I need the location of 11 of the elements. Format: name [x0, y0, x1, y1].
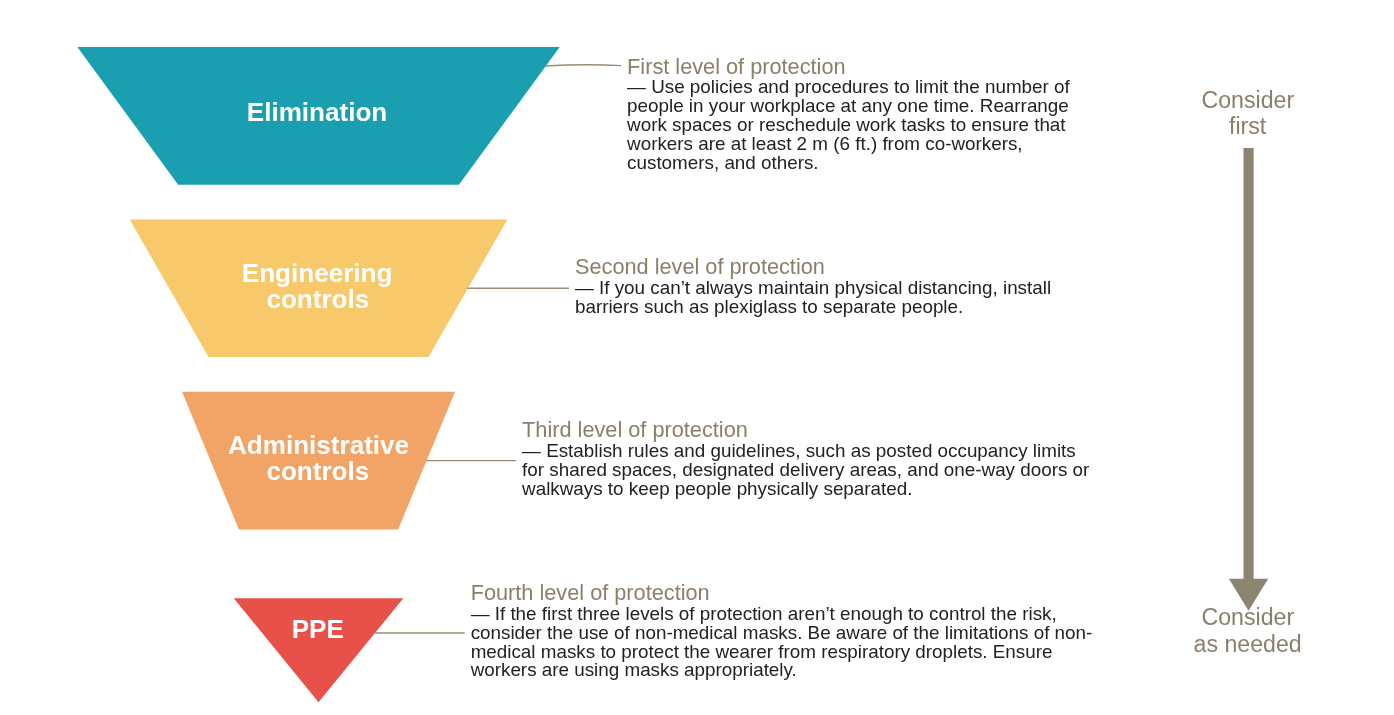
connector [544, 64, 622, 67]
node-text: Third level of protection — Establish rules and guidelines, such as posted occupancy limits for shared spaces, designated delivery areas, and one-way doors or walkways to keep people physically separated. [522, 417, 1090, 499]
node-text: Consider as needed [1193, 604, 1302, 657]
node-text: Second level of protection — If you can’t always maintain physical distancing, install barriers such as plexiglass to separate people. [574, 254, 1052, 317]
connector [425, 459, 517, 462]
node-text: Fourth level of protection — If the first three levels of protection aren’t enough to control the risk, consider the use of non-medical masks. Be aware of the limitations of non-medical masks to protect the wearer from respiratory droplets. Ensure workers are using masks appropriately. [470, 580, 1093, 681]
arrow [1228, 147, 1269, 611]
node-text: Consider first [1201, 87, 1295, 140]
node-text: First level of protection — Use policies and procedures to limit the number of people in your workplace at any one time. Rearrange work spaces or reschedule work tasks to ensure that workers are at least 2 m (6 ft.) from co-workers, customers, and others. [627, 53, 1070, 173]
connector [373, 632, 466, 634]
connector [466, 287, 570, 289]
